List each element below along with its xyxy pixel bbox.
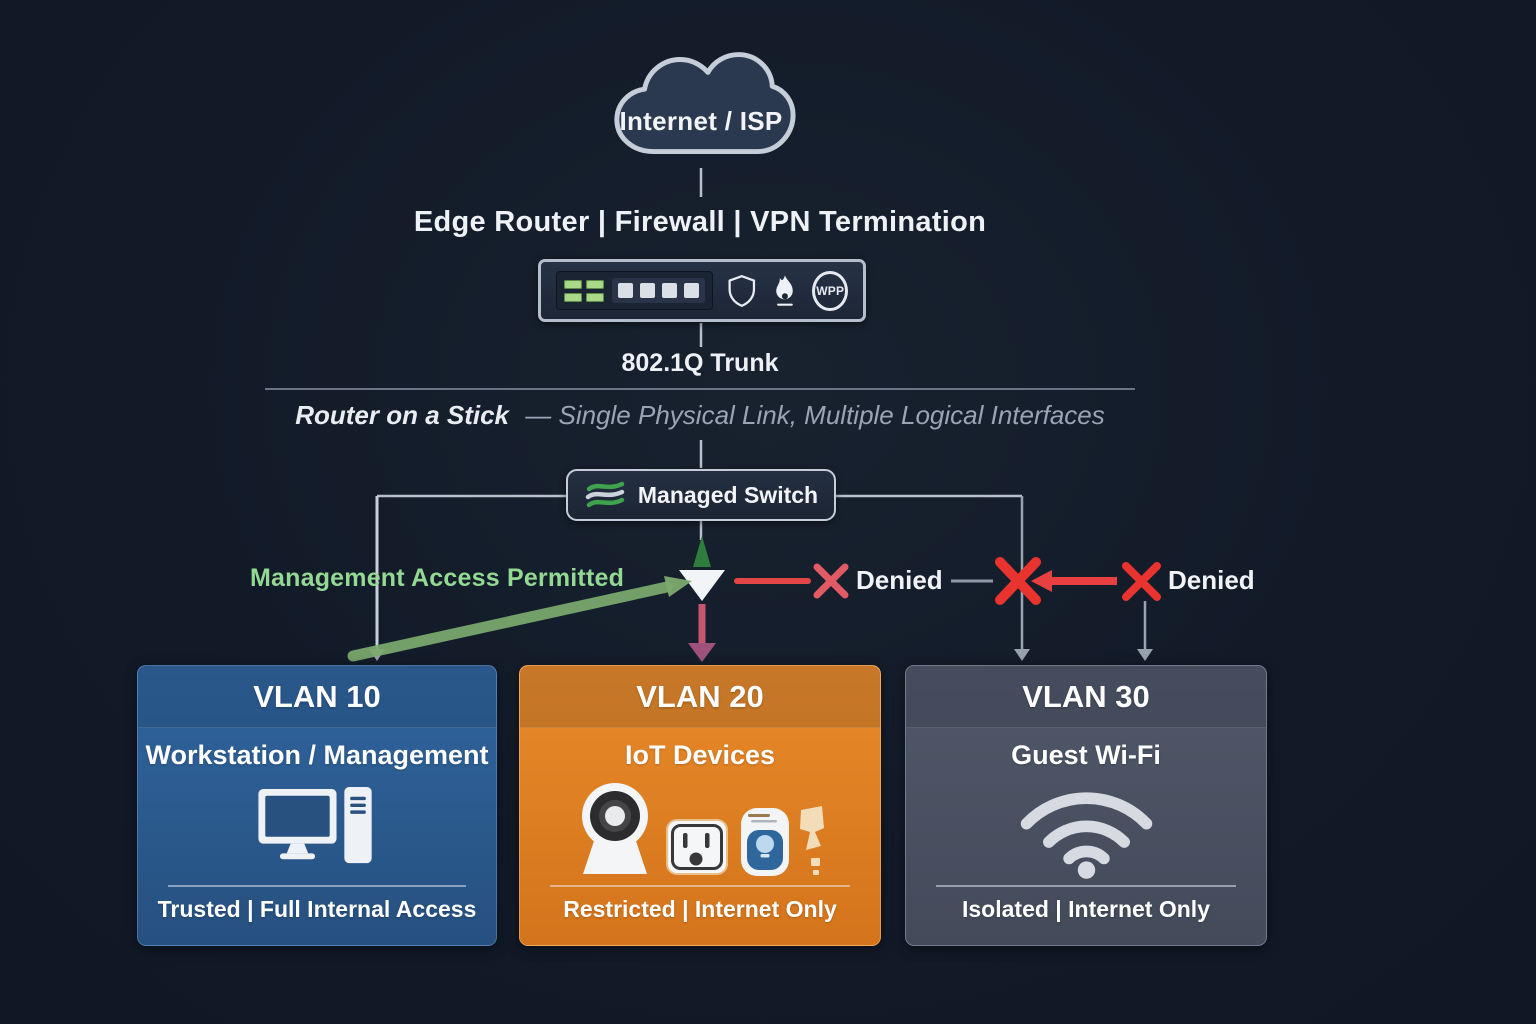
denied-x-icon-2 [995, 557, 1041, 605]
management-access-arrow-shaft [347, 581, 673, 662]
internet-cloud-label: Internet / ISP [619, 106, 783, 136]
caption-rest: — Single Physical Link, Multiple Logical… [525, 400, 1105, 430]
vlan30-divider [936, 885, 1236, 887]
led-green [564, 279, 582, 289]
iot-fragment-icon [800, 806, 824, 875]
edge-router-device: WPP [538, 259, 866, 322]
vlan20-title: VLAN 20 [636, 678, 764, 714]
wifi-glyph [1020, 791, 1152, 879]
switch-waves-icon [585, 481, 625, 508]
port-indicator [618, 283, 633, 298]
desktop-computer-glyph [258, 787, 372, 864]
vlan20-subtitle: IoT Devices [624, 740, 776, 770]
router-ports [612, 278, 705, 303]
vlan30-header: VLAN 30 [906, 666, 1266, 728]
vlan10-header: VLAN 10 [138, 666, 496, 728]
vlan10-status: Trusted | Full Internal Access [157, 896, 477, 922]
vlan20-header: VLAN 20 [520, 666, 880, 728]
iot-smart-device-icon [741, 808, 789, 876]
vpn-badge-icon: WPP [812, 270, 848, 311]
vlan10-drop-arrowhead [369, 649, 385, 661]
denied-x-icon-1 [813, 563, 849, 599]
router-leds [564, 279, 604, 302]
iot-devices-icons [520, 771, 880, 885]
iot-camera-icon [582, 783, 648, 874]
iot-devices-glyphs [582, 783, 824, 876]
vlan20-status: Restricted | Internet Only [563, 896, 837, 922]
vlan20-drop-arrowhead [688, 643, 716, 662]
led-green [564, 292, 582, 302]
firewall-flame-icon [775, 274, 793, 306]
management-access-arrowhead [664, 576, 692, 597]
desktop-computer-icon [138, 771, 496, 885]
managed-switch: Managed Switch [566, 469, 836, 521]
port-indicator [662, 283, 677, 298]
led-green [586, 279, 604, 289]
caption-bold: Router on a Stick [295, 400, 510, 430]
internet-cloud-icon [614, 52, 796, 155]
vlan30-title: VLAN 30 [1022, 678, 1150, 714]
trunk-label: 802.1Q Trunk [621, 349, 779, 377]
port-indicator [640, 283, 655, 298]
denied-label-1: Denied [856, 565, 943, 595]
vlan30-status: Isolated | Internet Only [962, 896, 1210, 922]
denied-x-icon-3 [1122, 562, 1161, 601]
managed-switch-label: Managed Switch [637, 481, 819, 508]
vlan10-subtitle: Workstation / Management [145, 740, 489, 770]
vlan20-divider [550, 885, 850, 887]
denied-label-2: Denied [1168, 565, 1255, 595]
vpn-badge-text: WPP [816, 283, 845, 298]
led-green [586, 292, 604, 302]
permitted-label: Management Access Permitted [250, 564, 625, 592]
denied-arrow-left-head [1031, 570, 1052, 592]
shield-icon [728, 274, 756, 307]
router-on-a-stick-caption: Router on a Stick — Single Physical Link… [0, 400, 1400, 431]
vlan10-divider [168, 885, 466, 887]
vlan30-drop-arrowhead-2 [1137, 649, 1153, 661]
port-indicator [684, 283, 699, 298]
router-led-panel [556, 271, 713, 310]
green-up-triangle [693, 536, 711, 567]
vlan30-card: VLAN 30 Guest Wi-Fi Isolated | Internet … [905, 665, 1267, 946]
vlan10-title: VLAN 10 [253, 678, 381, 714]
cloud-shape [614, 52, 796, 155]
wifi-icon [906, 771, 1266, 885]
vlan30-drop-arrowhead-1 [1014, 649, 1030, 661]
iot-plug-icon [666, 819, 728, 875]
vlan10-card: VLAN 10 Workstation / Management Trusted… [137, 665, 497, 946]
vlan20-card: VLAN 20 IoT Devices [519, 665, 881, 946]
white-funnel-triangle [679, 570, 725, 601]
edge-router-title: Edge Router | Firewall | VPN Termination [413, 206, 987, 238]
vlan30-subtitle: Guest Wi-Fi [1011, 740, 1161, 770]
